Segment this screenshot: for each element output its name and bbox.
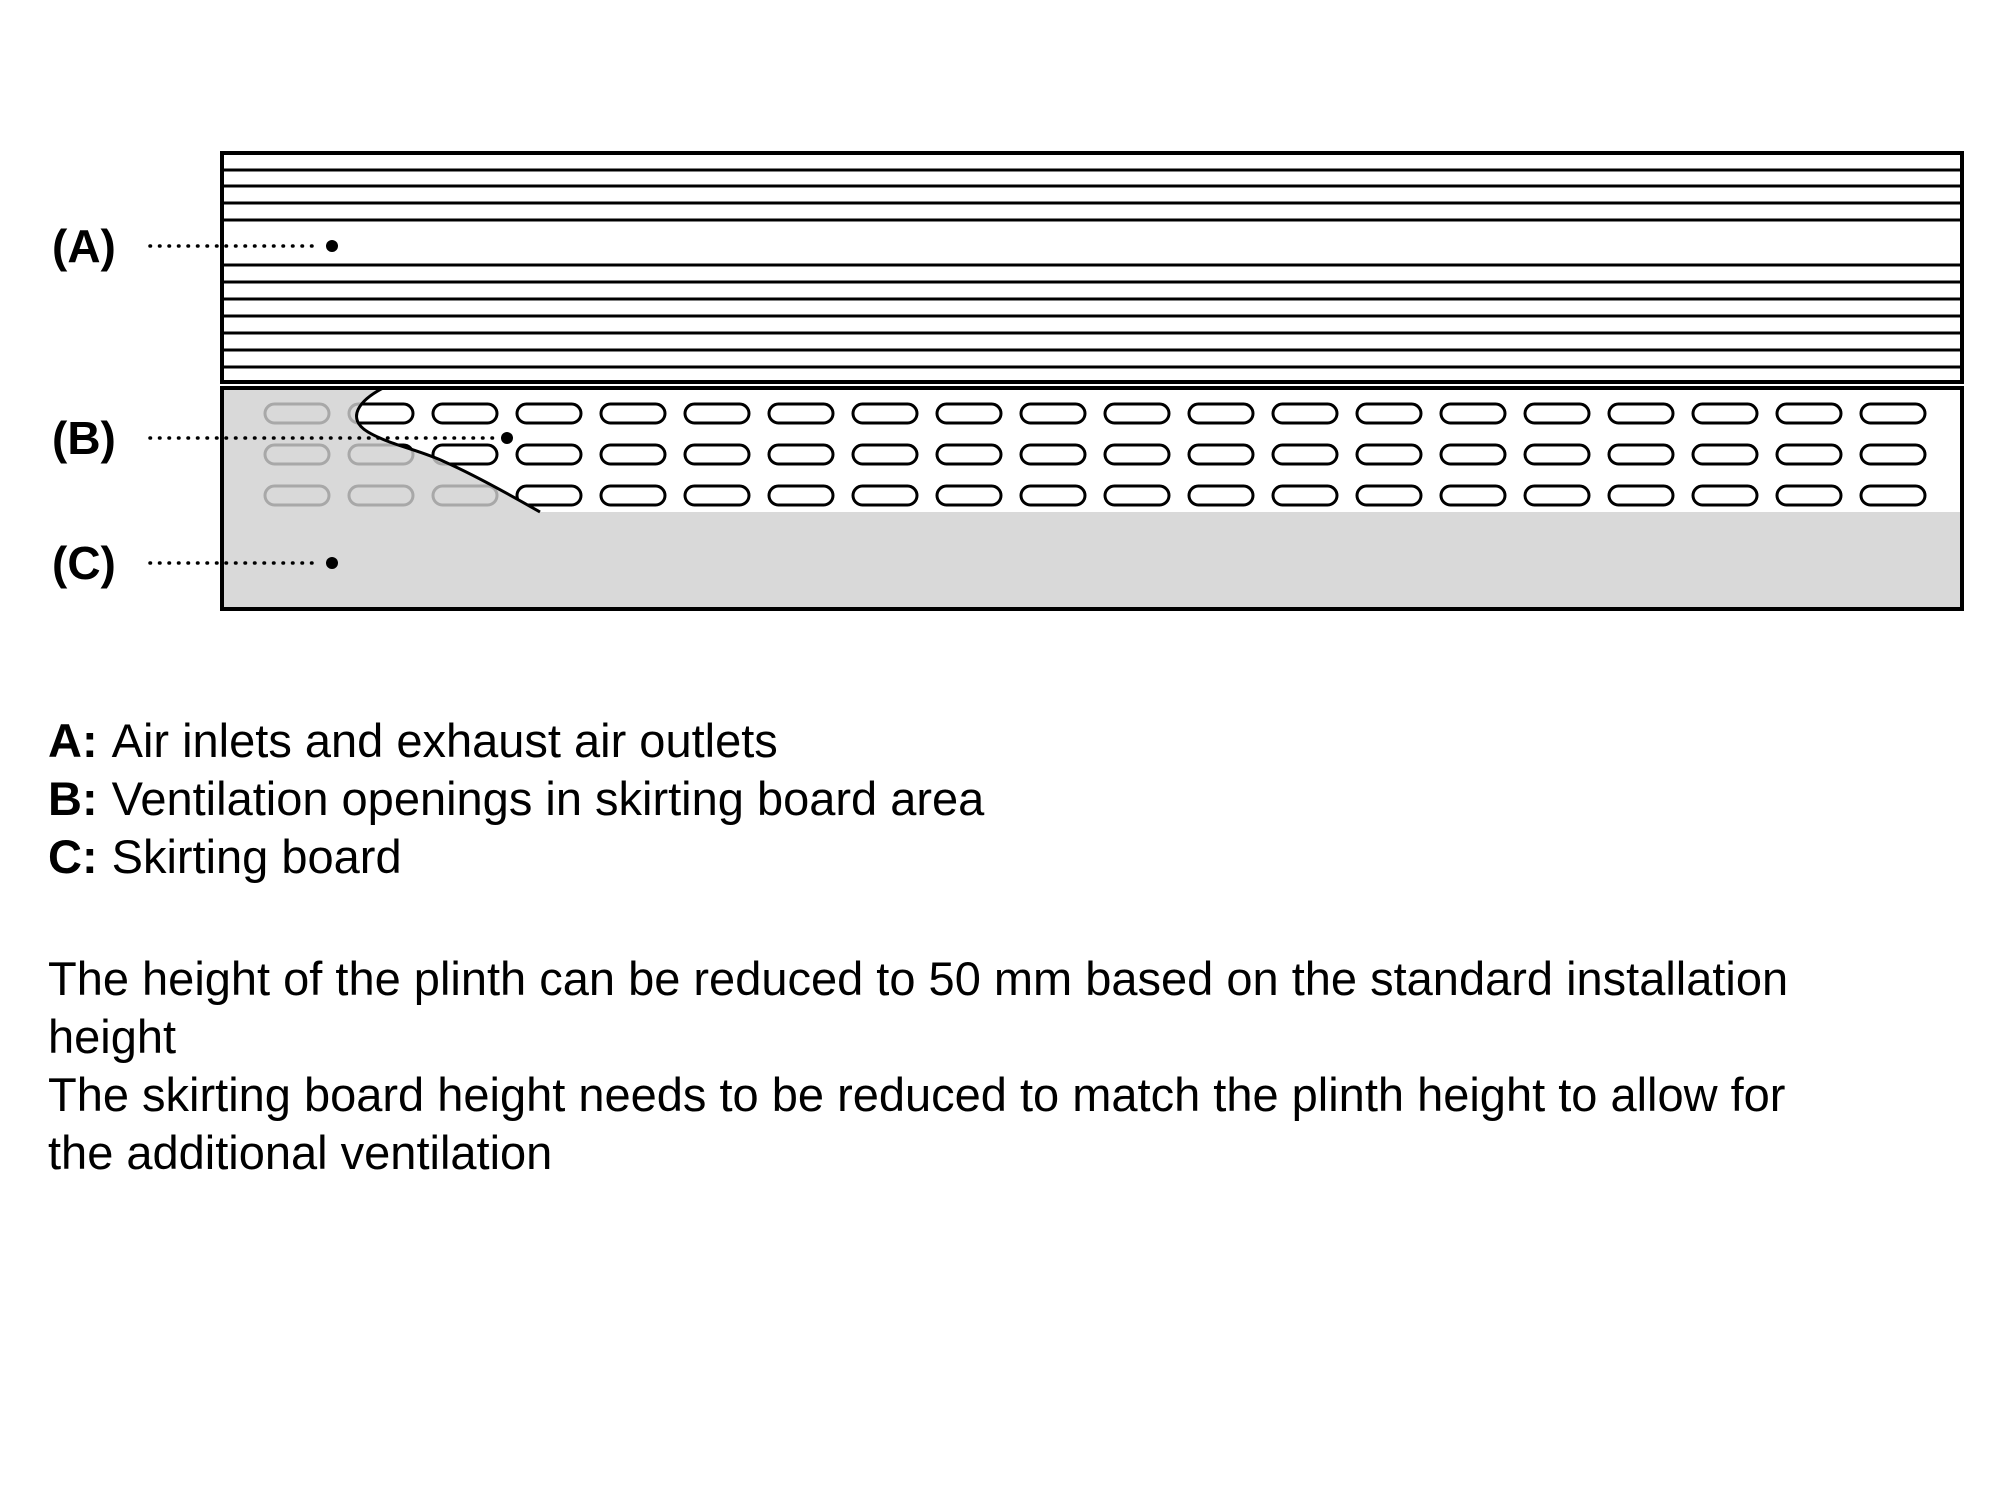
legend-key-b: B: bbox=[48, 772, 98, 825]
callout-a-dot bbox=[326, 240, 338, 252]
legend-text-c: Skirting board bbox=[111, 830, 402, 883]
callout-c-label: (C) bbox=[52, 537, 116, 589]
callouts: (A) (B) (C) bbox=[52, 220, 513, 589]
note-plinth-height: The height of the plinth can be reduced … bbox=[48, 952, 1789, 1063]
callout-b-dot bbox=[501, 432, 513, 444]
air-grille-panel bbox=[220, 151, 1964, 384]
callout-a-label: (A) bbox=[52, 220, 116, 272]
legend-item-c: C:Skirting board bbox=[48, 828, 984, 886]
note-skirting-height: The skirting board height needs to be re… bbox=[48, 1068, 1786, 1179]
installation-notes: The height of the plinth can be reduced … bbox=[48, 950, 1848, 1182]
ventilation-diagram: (A) (B) (C) bbox=[52, 151, 1964, 611]
legend-item-a: A:Air inlets and exhaust air outlets bbox=[48, 712, 984, 770]
legend-text-a: Air inlets and exhaust air outlets bbox=[111, 714, 778, 767]
legend-text-b: Ventilation openings in skirting board a… bbox=[111, 772, 985, 825]
legend-item-b: B:Ventilation openings in skirting board… bbox=[48, 770, 984, 828]
skirting-uncut-section bbox=[222, 388, 540, 512]
callout-c-dot bbox=[326, 557, 338, 569]
legend-key-a: A: bbox=[48, 714, 98, 767]
tear-break-line bbox=[355, 386, 541, 514]
legend: A:Air inlets and exhaust air outlets B:V… bbox=[48, 712, 984, 886]
skirting-board-strip bbox=[222, 512, 1962, 609]
skirting-panel-border bbox=[220, 386, 1964, 611]
grille-slats bbox=[222, 168, 1962, 369]
skirting-assembly bbox=[220, 386, 1964, 611]
legend-key-c: C: bbox=[48, 830, 98, 883]
callout-b-label: (B) bbox=[52, 412, 116, 464]
